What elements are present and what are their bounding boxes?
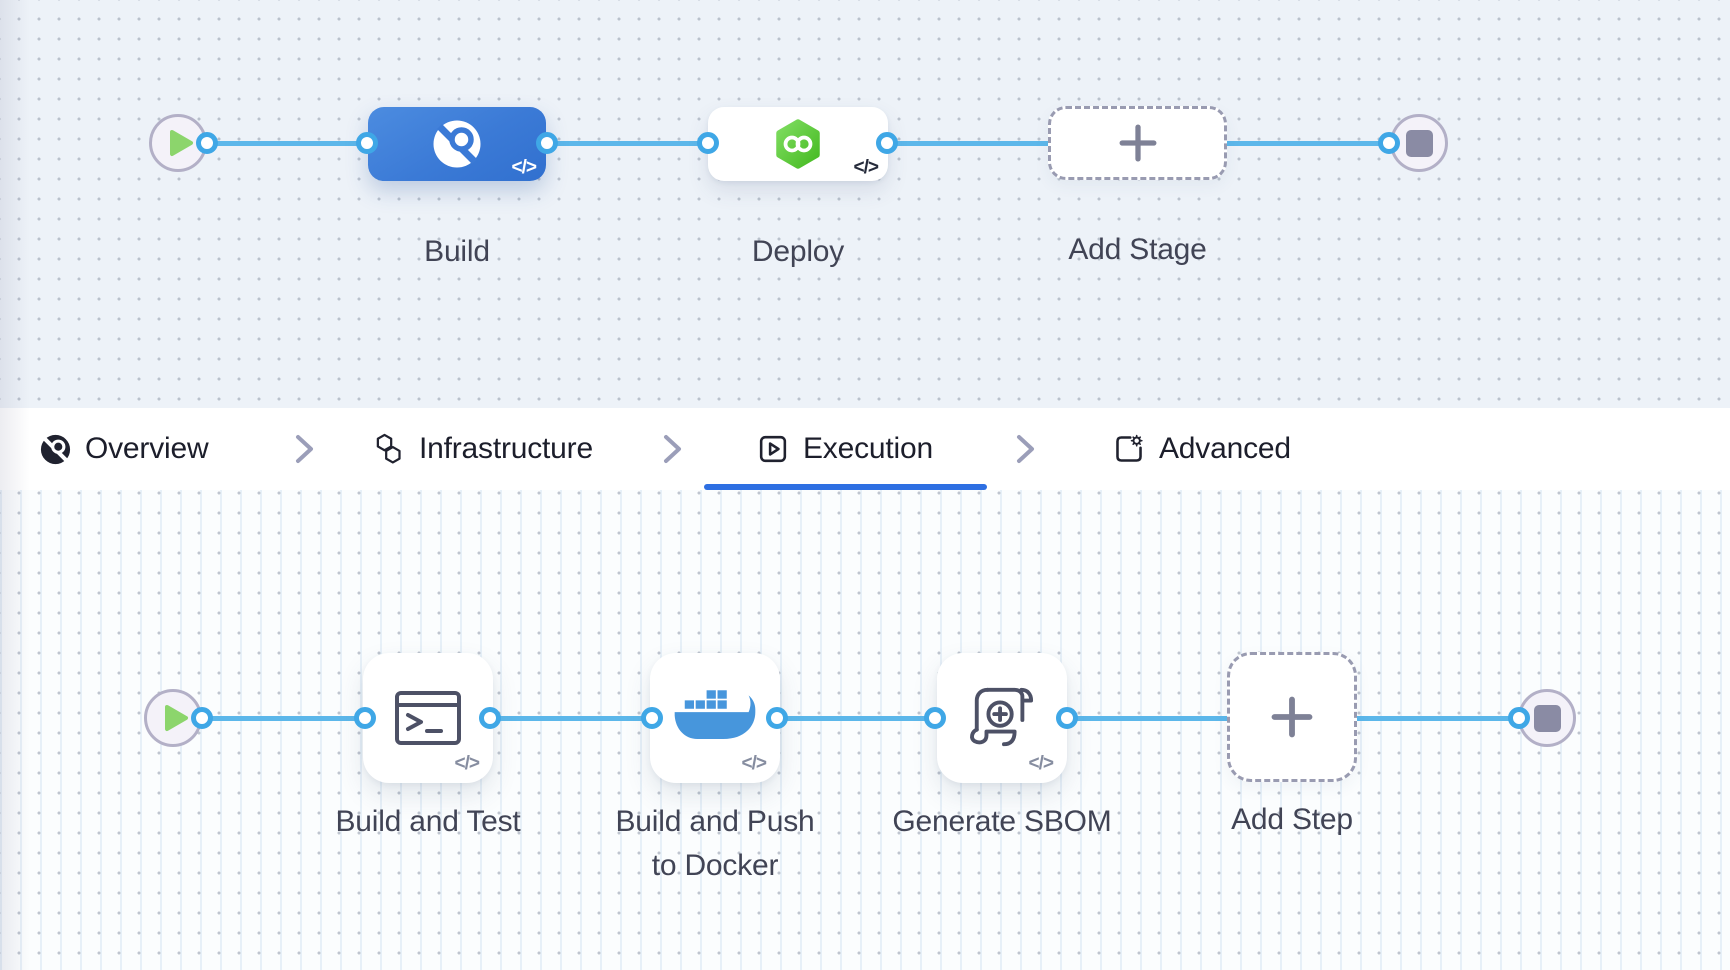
advanced-icon — [1113, 433, 1145, 465]
add-step-button[interactable] — [1227, 652, 1357, 782]
pipeline-start-node — [149, 114, 207, 172]
connector-line — [202, 716, 365, 721]
plus-icon — [1271, 696, 1313, 738]
chevron-right-icon — [289, 432, 319, 471]
connector-port[interactable] — [536, 132, 558, 154]
terminal-icon — [394, 690, 462, 746]
connector-port[interactable] — [1378, 132, 1400, 154]
connector-port[interactable] — [641, 707, 663, 729]
connector-port[interactable] — [196, 132, 218, 154]
connector-port[interactable] — [924, 707, 946, 729]
execution-start-node — [144, 689, 202, 747]
step-node-generate-sbom[interactable]: </> — [937, 653, 1067, 783]
docker-icon — [673, 687, 757, 749]
connector-port[interactable] — [191, 707, 213, 729]
stage-node-deploy[interactable]: </> — [708, 107, 888, 181]
step-code-badge[interactable]: </> — [454, 753, 481, 774]
chevron-right-icon — [1010, 432, 1040, 471]
pipeline-end-node — [1390, 114, 1448, 172]
chevron-right-icon — [657, 432, 687, 471]
connector-line — [547, 141, 708, 146]
step-node-build-and-test[interactable]: </> — [363, 653, 493, 783]
stage-node-build[interactable]: </> — [368, 107, 546, 181]
active-tab-underline — [704, 484, 987, 490]
overview-icon — [40, 434, 71, 465]
stop-icon — [1533, 704, 1561, 732]
step-label-build-and-push-docker: Build and Push to Docker — [585, 800, 845, 888]
step-label-build-and-test: Build and Test — [335, 805, 521, 838]
stage-code-badge[interactable]: </> — [853, 157, 880, 178]
stage-canvas: </> </> — [0, 0, 1730, 408]
tab-execution[interactable]: Execution — [757, 408, 933, 490]
stop-icon — [1405, 129, 1433, 157]
tab-infrastructure[interactable]: Infrastructure — [373, 408, 593, 490]
stage-code-badge[interactable]: </> — [511, 157, 538, 178]
stage-label-deploy: Deploy — [751, 235, 845, 268]
step-label-line: Build and Push — [615, 805, 815, 838]
sbom-scroll-icon — [967, 685, 1037, 751]
step-code-badge[interactable]: </> — [741, 753, 768, 774]
connector-port[interactable] — [697, 132, 719, 154]
stage-label-build: Build — [424, 235, 490, 268]
tab-label: Advanced — [1159, 432, 1291, 465]
tab-label: Overview — [85, 432, 209, 465]
play-icon — [167, 129, 195, 157]
add-step-label[interactable]: Add Step — [1231, 803, 1353, 836]
connector-line — [490, 716, 652, 721]
step-label-line: to Docker — [651, 849, 779, 882]
execution-icon — [757, 433, 789, 465]
step-label-generate-sbom: Generate SBOM — [892, 805, 1112, 838]
tab-label: Infrastructure — [419, 432, 593, 465]
connector-line — [207, 141, 367, 146]
play-icon — [162, 704, 190, 732]
harness-ci-build-icon — [432, 119, 482, 169]
tab-advanced[interactable]: Advanced — [1113, 408, 1291, 490]
step-code-badge[interactable]: </> — [1028, 753, 1055, 774]
connector-port[interactable] — [766, 707, 788, 729]
connector-port[interactable] — [356, 132, 378, 154]
pipeline-tab-bar: Overview Infrastructure Execution — [0, 408, 1730, 490]
connector-port[interactable] — [479, 707, 501, 729]
tab-label: Execution — [803, 432, 933, 465]
add-stage-label[interactable]: Add Stage — [1068, 233, 1207, 266]
plus-icon — [1119, 124, 1157, 162]
execution-canvas: </> </> — [0, 490, 1730, 970]
harness-cd-deploy-icon — [773, 119, 823, 169]
connector-port[interactable] — [876, 132, 898, 154]
connector-port[interactable] — [1056, 707, 1078, 729]
tab-overview[interactable]: Overview — [40, 408, 209, 490]
connector-line — [777, 716, 935, 721]
connector-port[interactable] — [354, 707, 376, 729]
infrastructure-icon — [373, 433, 405, 465]
add-stage-button[interactable] — [1048, 106, 1227, 180]
step-node-build-and-push-docker[interactable]: </> — [650, 653, 780, 783]
connector-port[interactable] — [1508, 707, 1530, 729]
